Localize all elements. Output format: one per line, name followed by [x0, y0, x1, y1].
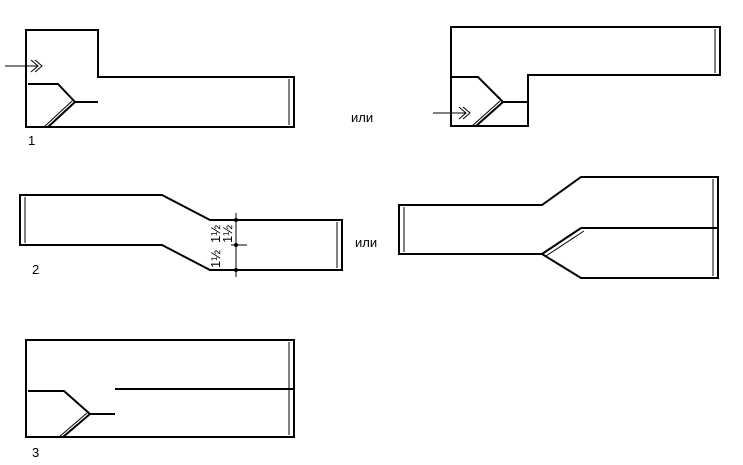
- fig1-right-duct: [433, 26, 721, 127]
- fig1-left-duct: [5, 29, 295, 128]
- fig1-left-outline: [25, 29, 295, 128]
- fig2-dimension-dot-bottom: [234, 268, 238, 272]
- fig2-left-duct: [19, 194, 343, 277]
- fig1-left-arrow-head-2: [34, 59, 43, 73]
- fig3-outline: [25, 339, 295, 438]
- fig2-right-duct: [398, 176, 719, 279]
- fig1-left-splitter-diag-inner: [43, 100, 73, 128]
- fig2-right-outline: [398, 176, 719, 279]
- fig3-splitter-diag: [62, 413, 91, 438]
- fig2-right-splitter-diag-inner: [545, 230, 585, 257]
- fig3-splitter-top: [28, 390, 115, 415]
- fig1-right-splitter-diag: [475, 101, 504, 127]
- fig1-right-arrow-head-2: [462, 106, 471, 120]
- fig1-left-arrow-head-1: [30, 59, 39, 73]
- fig1-right-splitter-top: [451, 76, 528, 103]
- fig2-label: 2: [32, 262, 39, 277]
- fig1-right-outline: [450, 26, 721, 127]
- fig1-left-splitter-top: [28, 83, 98, 103]
- fig2-left-outline: [19, 194, 343, 271]
- fig1-right-arrow-head-1: [458, 106, 467, 120]
- fig2-dimension-dot-top: [234, 218, 238, 222]
- fig1-right-splitter-diag-inner: [471, 100, 501, 127]
- fig2-right-splitter-diag: [541, 227, 582, 255]
- fig2-dimension-upper: 1½: [208, 225, 223, 243]
- or-label-2: или: [355, 235, 377, 250]
- fig1-label: 1: [28, 133, 35, 148]
- fig2-dimension-upper-left: 1½: [220, 225, 235, 243]
- fig3-duct: [25, 339, 295, 438]
- fig3-label: 3: [32, 445, 39, 460]
- or-label-1: или: [351, 110, 373, 125]
- fig1-left-splitter-diag: [47, 101, 76, 128]
- fig3-splitter-diag-inner: [58, 412, 88, 438]
- fig2-dimension-lower: 1½: [208, 250, 223, 268]
- fig2-dimension-dot-mid: [234, 243, 238, 247]
